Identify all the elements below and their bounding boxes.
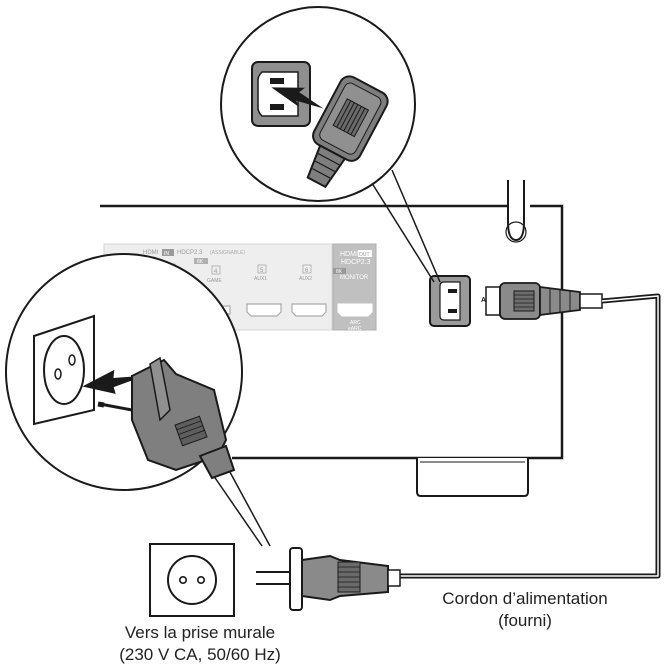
insert-arrow-left — [82, 369, 146, 394]
hdmi-in-5-number: 5 — [260, 268, 264, 274]
insert-arrow-top — [271, 87, 324, 109]
cord-caption-line1: Cordon d’alimentation — [442, 589, 608, 608]
hdcp-out-label: HDCP2.3 — [341, 259, 371, 266]
hdmi-in-badge-box — [162, 249, 174, 256]
wall-plug-main — [256, 547, 401, 611]
iec-plug-main — [485, 282, 603, 320]
hdmi-port-5 — [291, 303, 327, 317]
zoom-left — [5, 253, 271, 547]
hdmi-in-badge: IN — [164, 251, 169, 257]
hdmi-in-6-number: 6 — [305, 268, 309, 274]
outlet-caption-line1: Vers la prise murale — [124, 623, 276, 642]
badge-8k-out-box — [333, 268, 346, 274]
outlet-caption-line2: (230 V CA, 50/60 Hz) — [119, 645, 281, 664]
hdcp-in-label: HDCP2.3 — [177, 250, 203, 256]
monitor-label: MONITOR — [340, 275, 369, 281]
badge-8k: 8K — [197, 259, 204, 265]
earc-label: eARC — [348, 326, 362, 332]
aux2-label: AUX2 — [299, 276, 312, 282]
zoom-top — [220, 6, 441, 283]
outlet-caption: Vers la prise murale (230 V CA, 50/60 Hz… — [95, 622, 305, 666]
hdmi-out-port — [337, 303, 373, 317]
badge-8k-out: 8K — [336, 269, 343, 275]
assignable-label: (ASSIGNABLE) — [210, 250, 245, 256]
cord-caption: Cordon d’alimentation (fourni) — [420, 588, 630, 632]
aux1-label: AUX1 — [254, 276, 267, 282]
badge-8k-box — [194, 258, 208, 264]
game-label: GAME — [207, 278, 222, 284]
cord-caption-line2: (fourni) — [498, 611, 552, 630]
schuko-plug-zoom — [131, 356, 236, 480]
hdmi-out-badge-box — [358, 250, 372, 257]
hdmi-out-badge: OUT — [359, 252, 370, 258]
hdmi-out-label: HDMI — [340, 251, 358, 258]
iec-plug-zoom — [306, 75, 389, 189]
zoom-circle-top — [220, 6, 416, 202]
arc-label: ARC — [350, 320, 361, 326]
hdmi-port-4 — [246, 303, 282, 317]
hdmi-in-4-number: 4 — [214, 269, 218, 275]
hdmi-label: HDMI — [143, 250, 159, 256]
power-cord — [398, 293, 661, 579]
wall-outlet — [149, 543, 235, 617]
